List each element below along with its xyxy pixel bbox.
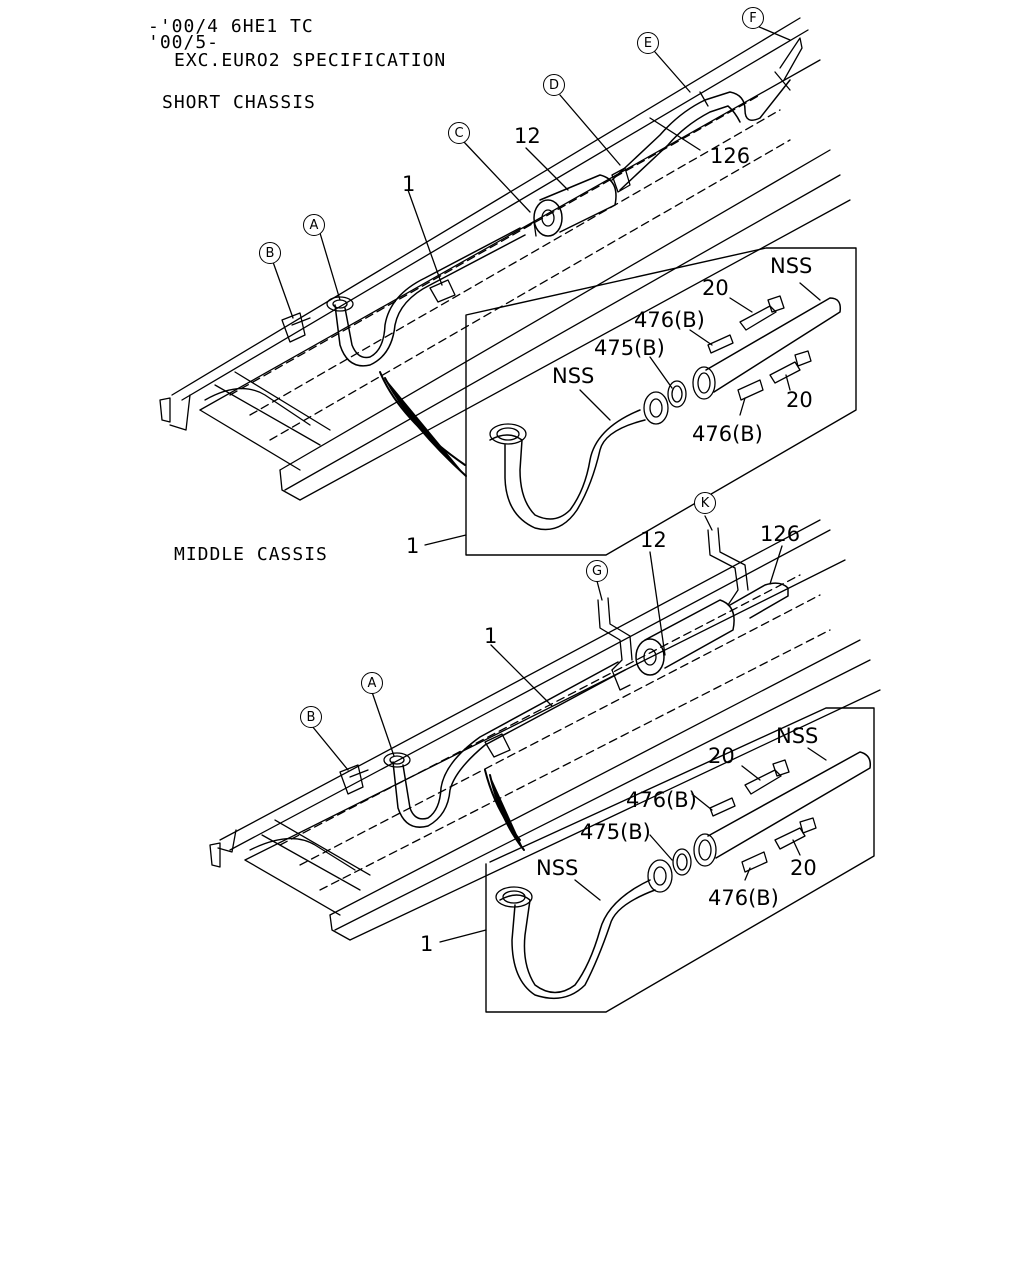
label-part-1-bottom: 1: [484, 624, 498, 648]
callout-e-top: E: [637, 32, 659, 54]
label-part-126-top: 126: [710, 144, 751, 168]
middle-chassis-detail-parts: [440, 748, 870, 998]
callout-f-top: F: [742, 7, 764, 29]
label-part-20-top-b: 20: [786, 388, 813, 412]
label-part-20-bottom-b: 20: [790, 856, 817, 880]
label-nss-top-right: NSS: [770, 254, 813, 278]
label-part-1-bottom-detail: 1: [420, 932, 434, 956]
label-part-12-bottom: 12: [640, 528, 667, 552]
header-line-2: '00/5-: [148, 32, 220, 53]
label-part-126-bottom: 126: [760, 522, 801, 546]
label-part-476-top-a: 476(B): [634, 308, 705, 332]
callout-a-bottom: A: [361, 672, 383, 694]
label-nss-top-left: NSS: [552, 364, 595, 388]
header-line-3: EXC.EURO2 SPECIFICATION: [174, 50, 447, 71]
section-title-short-chassis: SHORT CHASSIS: [162, 92, 316, 113]
middle-chassis-frame: [210, 520, 880, 940]
label-nss-bottom-left: NSS: [536, 856, 579, 880]
label-nss-bottom-right: NSS: [776, 724, 819, 748]
middle-chassis-exhaust: [312, 516, 788, 827]
callout-k-bottom: K: [694, 492, 716, 514]
label-part-1-top: 1: [402, 172, 416, 196]
short-chassis-exhaust: [273, 26, 802, 366]
short-chassis-detail-box: [466, 248, 856, 555]
label-part-12-top: 12: [514, 124, 541, 148]
label-part-476-bottom-a: 476(B): [626, 788, 697, 812]
label-part-475-bottom: 475(B): [580, 820, 651, 844]
label-part-1-top-detail: 1: [406, 534, 420, 558]
middle-chassis-detail-box: [486, 708, 874, 1012]
callout-d-top: D: [543, 74, 565, 96]
short-chassis-frame: [160, 18, 850, 500]
label-part-20-bottom-a: 20: [708, 744, 735, 768]
callout-a-top: A: [303, 214, 325, 236]
callout-b-top: B: [259, 242, 281, 264]
callout-g-bottom: G: [586, 560, 608, 582]
section-title-middle-cassis: MIDDLE CASSIS: [174, 544, 328, 565]
label-part-475-top: 475(B): [594, 336, 665, 360]
callout-b-bottom: B: [300, 706, 322, 728]
label-part-476-bottom-b: 476(B): [708, 886, 779, 910]
short-chassis-detail-parts: [425, 283, 840, 545]
callout-c-top: C: [448, 122, 470, 144]
header-line-1: -'00/4 6HE1 TC: [148, 16, 314, 37]
label-part-20-top-a: 20: [702, 276, 729, 300]
label-part-476-top-b: 476(B): [692, 422, 763, 446]
